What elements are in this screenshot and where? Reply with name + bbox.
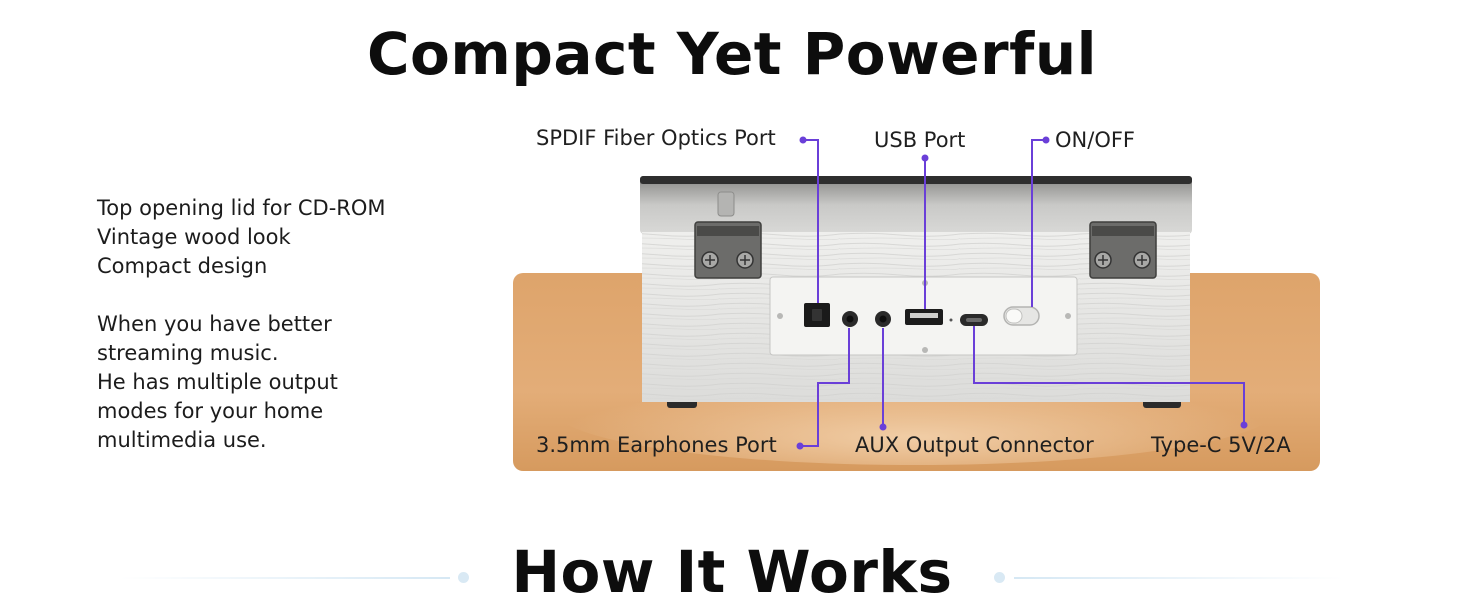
desc-line: streaming music. xyxy=(97,341,279,365)
callout-dots xyxy=(796,136,1248,450)
feature-description: Top opening lid for CD-ROM Vintage wood … xyxy=(97,194,457,455)
desc-line: Vintage wood look xyxy=(97,225,291,249)
divider-dot-right xyxy=(994,572,1005,583)
desc-line: multimedia use. xyxy=(97,428,267,452)
divider-right xyxy=(1014,577,1344,579)
device-lid xyxy=(640,176,1192,234)
callout-aux: AUX Output Connector xyxy=(855,433,1094,457)
hinge-left xyxy=(694,221,762,279)
desc-line: Compact design xyxy=(97,254,268,278)
divider-dot-left xyxy=(458,572,469,583)
hinge-right xyxy=(1089,221,1157,279)
callout-spdif: SPDIF Fiber Optics Port xyxy=(536,126,776,150)
callout-earphones: 3.5mm Earphones Port xyxy=(536,433,777,457)
desc-line: Top opening lid for CD-ROM xyxy=(97,196,386,220)
desc-line: When you have better xyxy=(97,312,332,336)
section-title-how-it-works: How It Works xyxy=(511,538,953,606)
callout-typec: Type-C 5V/2A xyxy=(1151,433,1291,457)
callout-onoff: ON/OFF xyxy=(1055,128,1136,152)
section-title-compact: Compact Yet Powerful xyxy=(366,20,1097,88)
callout-usb: USB Port xyxy=(874,128,966,152)
divider-left xyxy=(120,577,450,579)
desc-line: He has multiple output xyxy=(97,370,338,394)
callout-lines xyxy=(800,139,1245,447)
desc-line: modes for your home xyxy=(97,399,324,423)
